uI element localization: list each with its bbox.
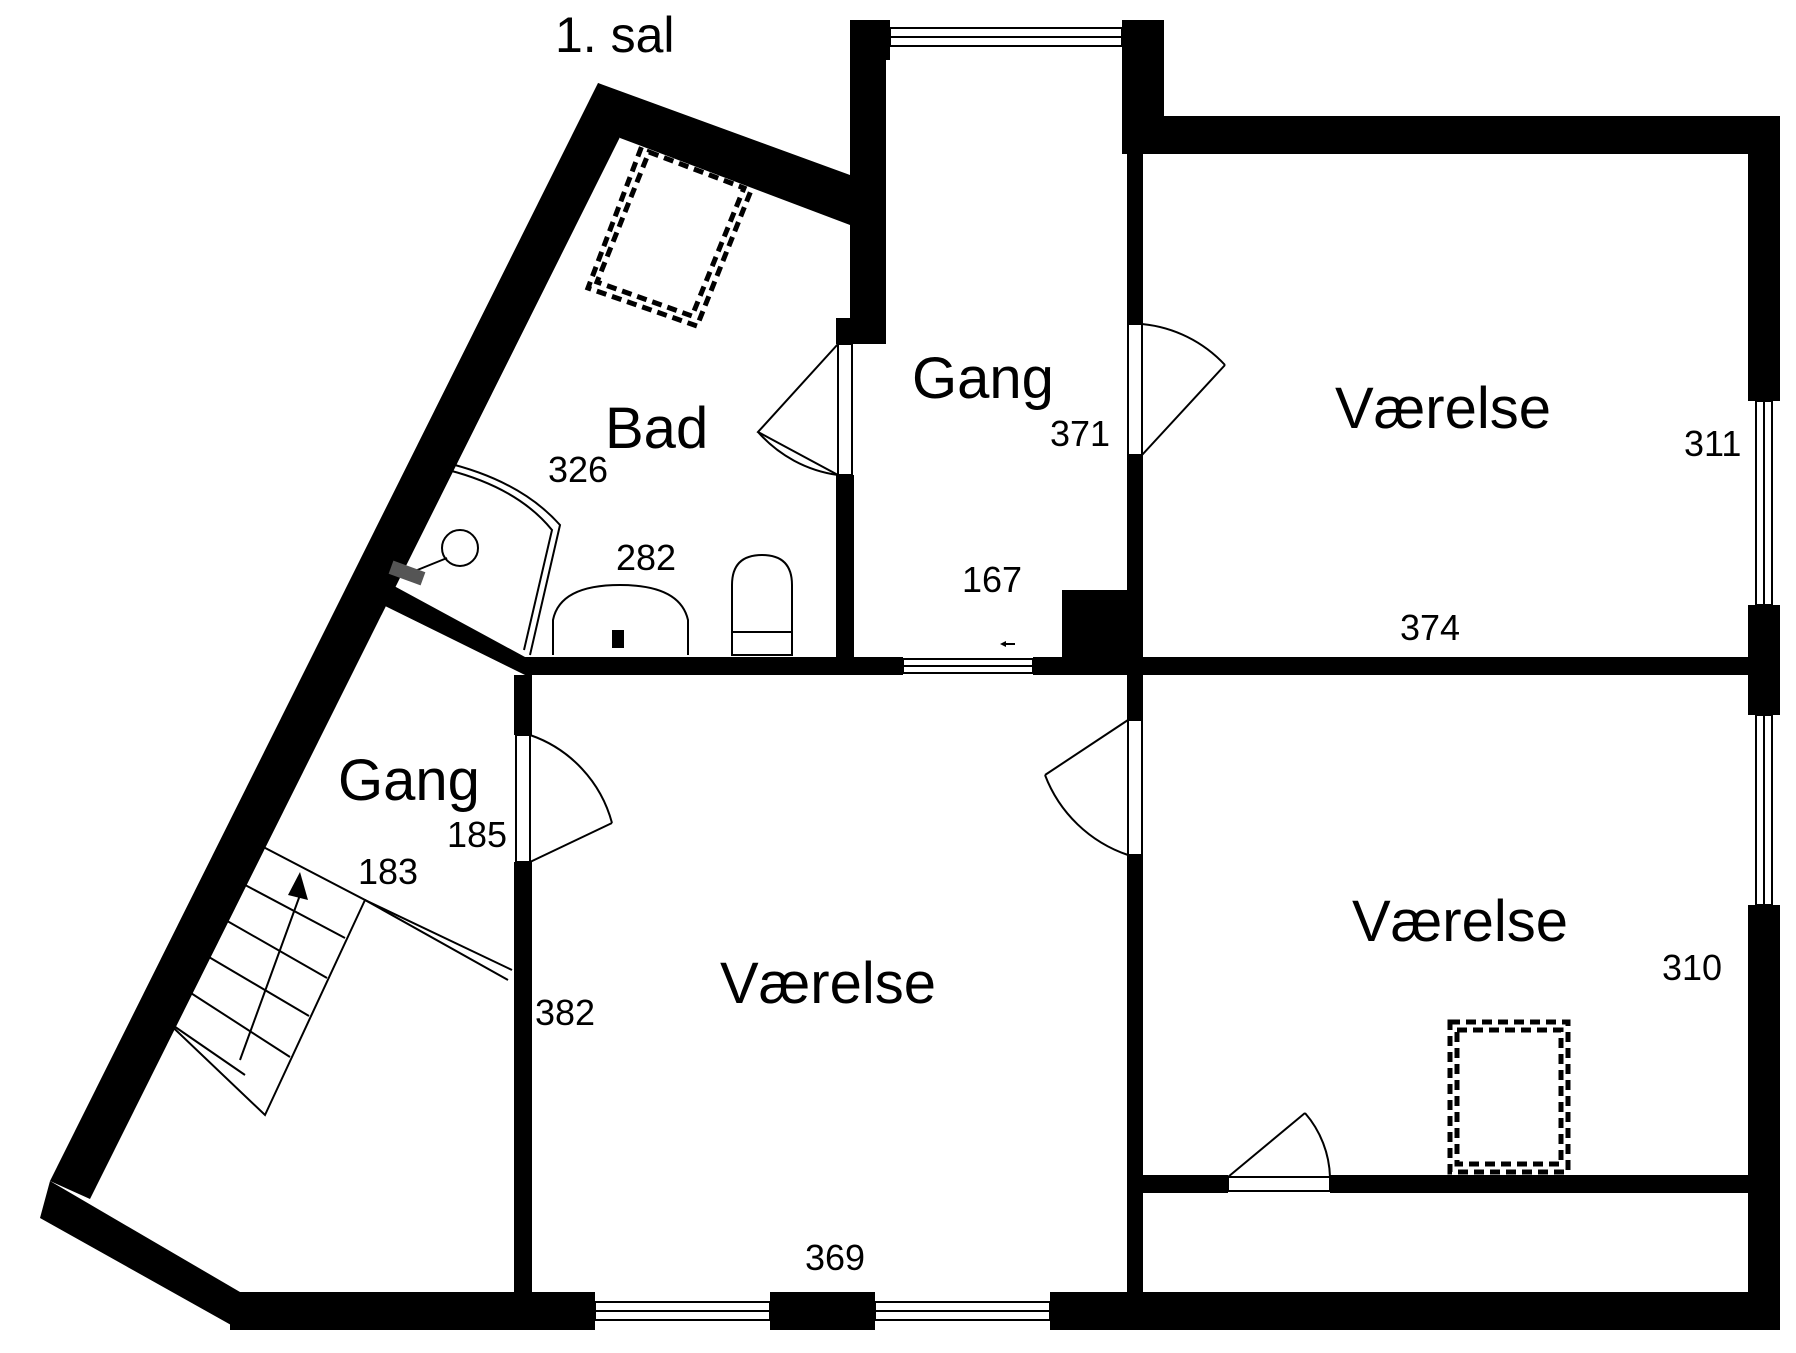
- dim-310: 310: [1662, 947, 1722, 988]
- wall-center-left-upper: [514, 675, 532, 735]
- wall-mid-right: [1134, 657, 1748, 675]
- wall-closet-left: [1143, 1175, 1228, 1193]
- wall-bottom-2: [1050, 1292, 1780, 1330]
- room-label-vaerelse-center: Værelse: [720, 951, 936, 1016]
- room-label-bad: Bad: [605, 396, 708, 461]
- sink-faucet: [612, 630, 624, 648]
- dim-311: 311: [1684, 423, 1741, 464]
- doors: [515, 323, 1331, 1192]
- door-bad: [756, 343, 853, 476]
- dim-369: 369: [805, 1237, 865, 1278]
- skylight-vaerelse: [1447, 1019, 1571, 1175]
- wall-center-left-lower: [514, 862, 532, 1302]
- door-vaerelse-center: [515, 734, 613, 863]
- wall-right-pier: [1748, 605, 1780, 715]
- door-vaerelse-bottom-right: [1044, 719, 1143, 856]
- wall-corridor-top-right: [1122, 20, 1162, 60]
- wall-mid-bad: [525, 657, 903, 675]
- wall-closet-right: [1330, 1175, 1748, 1193]
- shower-valve: [388, 560, 426, 586]
- wall-corridor-right-upper: [1127, 154, 1143, 324]
- wall-left-diagonal: [50, 83, 638, 1199]
- wall-bottom-1: [230, 1292, 595, 1330]
- skylight-vaerelse-inner: [1454, 1027, 1564, 1167]
- dim-282: 282: [616, 537, 676, 578]
- room-label-vaerelse-bottom-right: Værelse: [1352, 889, 1568, 954]
- wall-bottom-left-slant: [40, 1181, 240, 1330]
- fixtures: [388, 139, 1571, 1175]
- stair-arrow: [239, 894, 301, 1061]
- wall-corridor-left-lower: [836, 475, 854, 675]
- wall-bad-top-slant: [598, 83, 850, 225]
- dim-382: 382: [535, 992, 595, 1033]
- room-label-vaerelse-top-right: Værelse: [1335, 376, 1551, 441]
- room-label-gang-left: Gang: [338, 748, 480, 813]
- wall-corridor-notch: [836, 318, 886, 344]
- wall-corridor-left-upper: [850, 20, 886, 340]
- wall-right-top: [1748, 116, 1780, 401]
- dim-374: 374: [1400, 607, 1460, 648]
- wall-center-right-lower: [1127, 855, 1143, 1295]
- wall-bottom-pier: [770, 1292, 875, 1330]
- door-vaerelse-top-right: [1127, 323, 1226, 456]
- skylight-bad-inner: [593, 148, 748, 320]
- dim-371: 371: [1050, 413, 1110, 454]
- wall-mid-corridor: [1033, 657, 1073, 675]
- dim-326: 326: [548, 449, 608, 490]
- wall-top-right: [1130, 116, 1780, 154]
- wall-center-right-upper: [1127, 675, 1143, 720]
- wall-corridor-chimney: [1062, 590, 1134, 675]
- windows: [594, 27, 1773, 1321]
- shower-enclosure: [442, 461, 562, 656]
- room-label-gang-top: Gang: [912, 346, 1054, 411]
- skylight-bad: [584, 139, 758, 330]
- dim-183: 183: [358, 851, 418, 892]
- shower-head: [441, 529, 479, 567]
- labels: 1. sal Bad Gang Gang Værelse Værelse Vær…: [338, 7, 1741, 1278]
- walls: [40, 20, 1780, 1330]
- staircase: [158, 838, 513, 1117]
- toilet: [731, 553, 793, 656]
- wall-right-bottom: [1748, 905, 1780, 1330]
- dim-185: 185: [447, 814, 507, 855]
- floor-title: 1. sal: [555, 7, 675, 63]
- wall-bad-gang-slant: [373, 580, 525, 675]
- dim-167: 167: [962, 559, 1022, 600]
- door-closet: [1227, 1112, 1331, 1192]
- stair-arrow-head: [288, 872, 308, 900]
- sink: [552, 583, 689, 655]
